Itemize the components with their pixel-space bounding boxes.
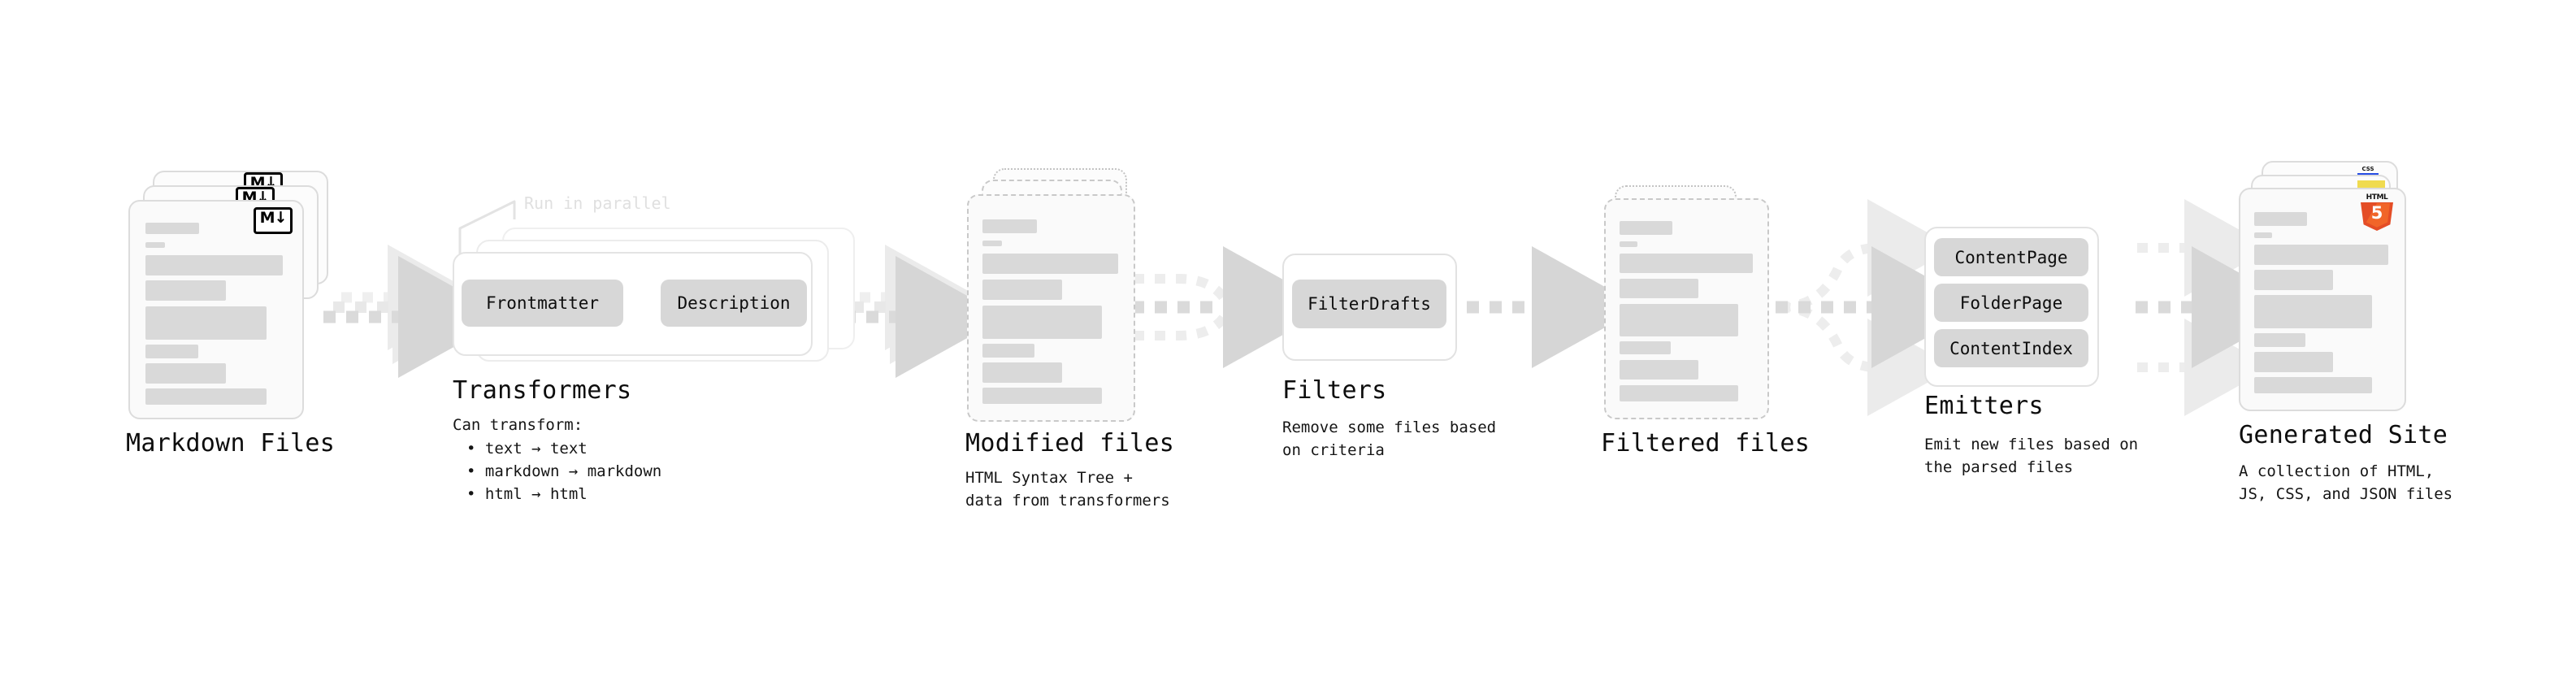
modified-files-subtitle-1: HTML Syntax Tree +: [965, 469, 1133, 487]
chip-contentpage[interactable]: ContentPage: [1934, 238, 2088, 276]
arrow-markdown-to-transformers: [323, 245, 508, 378]
chip-folderpage[interactable]: FolderPage: [1934, 284, 2088, 322]
skeleton-bar: [1620, 254, 1753, 273]
skeleton-bar: [2254, 270, 2333, 290]
transformers-bullet-text: • text → text: [466, 440, 588, 458]
skeleton-bar: [145, 280, 226, 301]
skeleton-bar: [145, 306, 267, 340]
skeleton-bar: [982, 280, 1062, 300]
skeleton-bar: [982, 219, 1037, 233]
filters-subtitle-2: on criteria: [1282, 441, 1385, 459]
run-in-parallel-label: Run in parallel: [524, 193, 671, 213]
skeleton-bar: [1620, 341, 1671, 354]
skeleton-bar: [2254, 333, 2305, 347]
arrow-modified-to-filters: [1132, 246, 1333, 368]
transformers-subtitle: Can transform:: [453, 416, 583, 434]
filtered-files-title: Filtered files: [1601, 429, 1811, 458]
skeleton-bar: [982, 344, 1034, 358]
skeleton-bar: [2254, 295, 2372, 328]
skeleton-bar: [982, 388, 1102, 404]
filters-subtitle-1: Remove some files based: [1282, 419, 1497, 436]
modified-files-title: Modified files: [965, 429, 1175, 458]
css-badge-label: CSS: [2361, 166, 2374, 172]
chip-frontmatter[interactable]: Frontmatter: [462, 280, 623, 327]
markdown-files-title: Markdown Files: [126, 429, 336, 458]
skeleton-bar: [1620, 304, 1738, 336]
chip-filterdrafts[interactable]: FilterDrafts: [1292, 280, 1446, 328]
skeleton-bar: [2254, 245, 2388, 265]
skeleton-bar: [1620, 360, 1698, 380]
modified-files-subtitle-2: data from transformers: [965, 492, 1170, 510]
skeleton-bar: [2254, 352, 2333, 372]
html5-badge-number: 5: [2370, 203, 2383, 223]
html5-badge-word: HTML: [2366, 193, 2388, 202]
transformers-title: Transformers: [453, 376, 632, 405]
arrow-emitters-to-generated: [2136, 199, 2301, 416]
generated-site-subtitle-1: A collection of HTML,: [2239, 462, 2435, 480]
emitters-subtitle-1: Emit new files based on: [1924, 436, 2139, 453]
skeleton-bar: [982, 254, 1118, 274]
emitters-title: Emitters: [1924, 392, 2044, 420]
skeleton-bar: [2254, 232, 2272, 238]
emitters-subtitle-2: the parsed files: [1924, 458, 2074, 476]
skeleton-bar: [145, 388, 267, 405]
chip-contentindex[interactable]: ContentIndex: [1934, 329, 2088, 367]
skeleton-bar: [1620, 279, 1698, 298]
skeleton-bar: [982, 306, 1102, 339]
markdown-badge-front: M↓: [254, 207, 293, 234]
skeleton-bar: [145, 242, 165, 248]
generated-site-title: Generated Site: [2239, 421, 2448, 449]
chip-description[interactable]: Description: [661, 280, 807, 327]
skeleton-bar: [982, 362, 1062, 383]
skeleton-bar: [1620, 241, 1637, 247]
transformers-bullet-html: • html → html: [466, 485, 588, 503]
skeleton-bar: [145, 363, 226, 384]
filters-title: Filters: [1282, 376, 1387, 405]
skeleton-bar: [2254, 377, 2372, 393]
transformers-bullet-markdown: • markdown → markdown: [466, 462, 662, 480]
skeleton-bar: [1620, 221, 1672, 235]
generated-site-subtitle-2: JS, CSS, and JSON files: [2239, 485, 2453, 503]
skeleton-bar: [145, 255, 283, 275]
skeleton-bar: [982, 241, 1002, 246]
skeleton-bar: [2254, 212, 2307, 226]
skeleton-bar: [145, 223, 199, 234]
arrow-filtered-to-emitters: [1776, 199, 1981, 416]
skeleton-bar: [145, 345, 198, 358]
skeleton-bar: [1620, 385, 1738, 401]
html5-badge: HTML 5: [2361, 193, 2393, 231]
